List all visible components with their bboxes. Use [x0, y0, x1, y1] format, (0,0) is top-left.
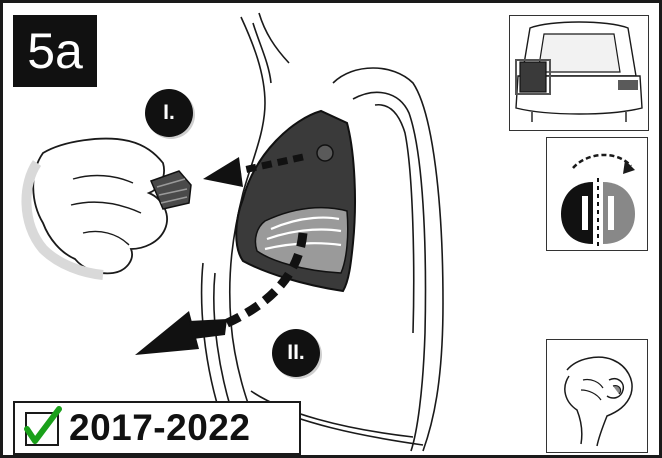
check-icon — [15, 403, 71, 453]
car-rear-icon — [510, 16, 648, 130]
marker-step-1-label: I. — [145, 89, 193, 137]
step-badge: 5a — [13, 15, 97, 87]
hand-with-socket — [26, 139, 191, 275]
hand-icon — [547, 340, 647, 452]
arrow-left-icon — [135, 311, 199, 355]
marker-step-2-label: II. — [272, 329, 320, 377]
car-location-thumbnail — [509, 15, 649, 131]
marker-step-1: I. — [145, 89, 193, 137]
bulb-socket-hole — [317, 145, 333, 161]
arrow-head-icon — [203, 157, 243, 187]
model-year-box: 2017-2022 — [13, 401, 301, 455]
model-year-label: 2017-2022 — [69, 407, 250, 449]
step-label: 5a — [13, 21, 97, 81]
rotate-icon — [547, 138, 647, 250]
marker-step-2: II. — [272, 329, 320, 377]
hand-twist-thumbnail — [546, 339, 648, 453]
rotate-instruction-thumbnail — [546, 137, 648, 251]
